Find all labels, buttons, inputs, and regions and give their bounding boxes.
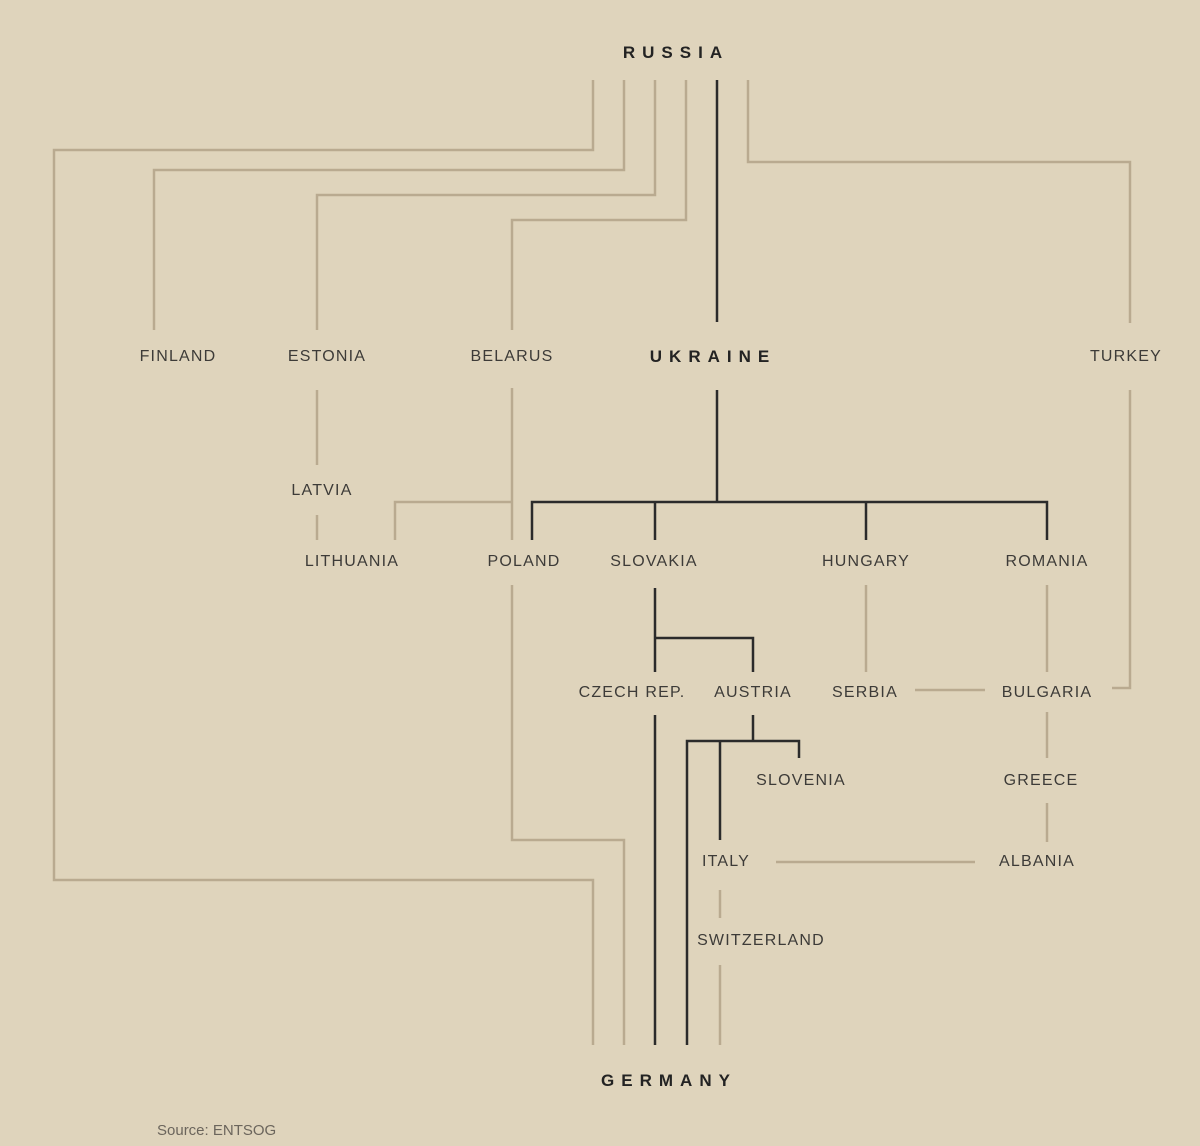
node-greece: GREECE — [1003, 772, 1079, 789]
source-note: Source: ENTSOG — [157, 1122, 277, 1139]
node-estonia: ESTONIA — [287, 348, 367, 365]
node-belarus: BELARUS — [470, 348, 554, 365]
node-turkey: TURKEY — [1089, 348, 1163, 365]
node-serbia: SERBIA — [832, 684, 898, 701]
node-albania: ALBANIA — [999, 853, 1075, 870]
node-lithuania: LITHUANIA — [304, 553, 400, 570]
node-romania: ROMANIA — [1005, 553, 1089, 570]
route-russia-germany-west — [52, 80, 595, 1045]
node-bulgaria: BULGARIA — [1001, 684, 1093, 701]
route-russia-belarus — [510, 80, 688, 330]
node-italy: ITALY — [701, 853, 751, 870]
node-finland: FINLAND — [139, 348, 217, 365]
route-ukraine-branch-bar — [530, 500, 1049, 540]
node-switzerland: SWITZERLAND — [697, 932, 825, 949]
route-russia-turkey — [746, 80, 1132, 323]
route-turkey-bulgaria — [1112, 390, 1132, 690]
route-russia-finland — [152, 80, 626, 330]
node-germany: GERMANY — [601, 1071, 737, 1090]
node-russia: RUSSIA — [622, 43, 730, 62]
node-czech-rep: CZECH REP. — [578, 684, 686, 701]
node-austria: AUSTRIA — [714, 684, 792, 701]
route-belarus-lithuania — [393, 500, 512, 540]
node-poland: POLAND — [487, 553, 561, 570]
node-ukraine: UKRAINE — [649, 347, 777, 366]
route-austria-germany — [685, 739, 801, 1045]
node-hungary: HUNGARY — [821, 553, 911, 570]
route-slovakia-austria — [655, 636, 755, 672]
node-slovakia: SLOVAKIA — [610, 553, 698, 570]
node-latvia: LATVIA — [291, 482, 353, 499]
node-slovenia: SLOVENIA — [756, 772, 846, 789]
route-russia-estonia — [315, 80, 657, 330]
route-poland-germany — [510, 585, 626, 1045]
